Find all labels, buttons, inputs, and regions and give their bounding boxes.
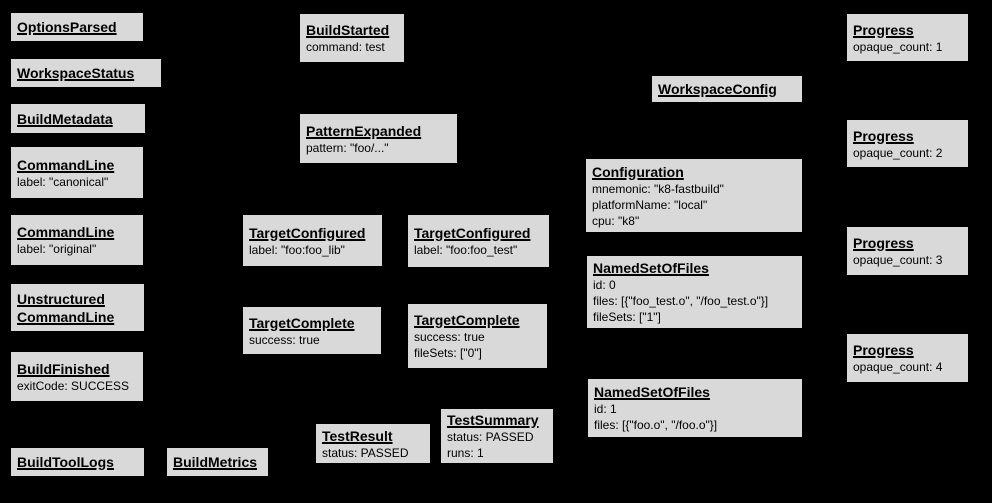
event-box-progress-3: Progress opaque_count: 3: [846, 226, 969, 276]
event-box-title: TestResult: [322, 427, 393, 444]
event-box-title: NamedSetOfFiles: [594, 384, 710, 400]
event-box-title: BuildToolLogs: [17, 454, 114, 470]
event-box-field: status: PASSED: [322, 445, 409, 460]
event-box-field: pattern: "foo/...": [306, 140, 389, 155]
event-box-title: Progress: [853, 127, 914, 144]
event-box-progress-1: Progress opaque_count: 1: [846, 13, 969, 62]
event-box-field: status: PASSED: [447, 430, 534, 444]
event-box-field: fileSets: ["1"]: [593, 310, 661, 324]
event-box-title: TargetComplete: [249, 314, 355, 331]
event-box-title: WorkspaceConfig: [658, 81, 777, 97]
event-box-options-parsed: OptionsParsed: [10, 12, 144, 42]
event-box-workspace-config: WorkspaceConfig: [651, 75, 803, 103]
event-box-field: fileSets: ["0"]: [414, 346, 482, 360]
event-box-field: label: "original": [17, 242, 97, 256]
event-box-title: BuildStarted: [306, 22, 390, 38]
event-box-named-set-of-files-1: NamedSetOfFiles id: 1 files: [{"foo.o", "…: [587, 378, 803, 438]
event-box-command-line-original: CommandLine label: "original": [10, 214, 144, 266]
event-box-title: Progress: [853, 235, 914, 251]
event-box-test-result: TestResult status: PASSED: [315, 423, 431, 464]
event-box-pattern-expanded: PatternExpanded pattern: "foo/...": [299, 113, 458, 164]
event-box-title: CommandLine: [17, 224, 115, 240]
event-box-title: TargetConfigured: [414, 225, 531, 241]
event-box-build-started: BuildStarted command: test: [299, 13, 405, 63]
event-box-field: opaque_count: 1: [853, 39, 943, 54]
event-box-unstructured-command-line: Unstructured CommandLine: [10, 283, 145, 332]
event-box-field: id: 0: [593, 278, 616, 292]
event-box-build-finished: BuildFinished exitCode: SUCCESS: [10, 351, 144, 402]
event-box-target-configured-test: TargetConfigured label: "foo:foo_test": [407, 214, 550, 268]
event-box-title: TestSummary: [447, 412, 539, 428]
event-box-field: label: "canonical": [17, 174, 109, 189]
event-box-field: exitCode: SUCCESS: [17, 378, 130, 393]
event-box-title: WorkspaceStatus: [17, 65, 135, 81]
event-box-build-metrics: BuildMetrics: [166, 447, 269, 477]
event-box-field: success: true: [249, 332, 320, 347]
event-box-title: TargetComplete: [414, 312, 520, 328]
event-box-named-set-of-files-0: NamedSetOfFiles id: 0 files: [{"foo_test.…: [586, 255, 803, 329]
event-box-command-line-canonical: CommandLine label: "canonical": [10, 146, 144, 199]
event-box-title: TargetConfigured: [249, 224, 366, 241]
event-box-title: Unstructured CommandLine: [17, 290, 115, 325]
event-box-field: files: [{"foo.o", "/foo.o"}]: [594, 418, 718, 432]
event-box-field: opaque_count: 3: [853, 253, 943, 267]
event-box-target-configured-lib: TargetConfigured label: "foo:foo_lib": [242, 214, 383, 267]
event-box-field: mnemonic: "k8-fastbuild": [592, 181, 724, 196]
event-box-field: runs: 1: [447, 446, 484, 460]
event-box-field: platformName: "local": [592, 197, 708, 212]
event-box-title: BuildFinished: [17, 360, 110, 377]
event-box-field: opaque_count: 2: [853, 145, 943, 160]
event-box-workspace-status: WorkspaceStatus: [10, 58, 162, 88]
event-box-configuration: Configuration mnemonic: "k8-fastbuild"pl…: [585, 158, 803, 233]
event-box-field: label: "foo:foo_test": [414, 243, 518, 257]
event-box-build-tool-logs: BuildToolLogs: [10, 447, 145, 477]
event-box-title: Progress: [853, 21, 914, 38]
event-box-title: Progress: [853, 342, 914, 358]
event-box-field: id: 1: [594, 402, 617, 416]
event-box-field: files: [{"foo_test.o", "/foo_test.o"}]: [593, 294, 769, 308]
event-box-progress-2: Progress opaque_count: 2: [846, 119, 969, 168]
event-box-title: CommandLine: [17, 156, 115, 173]
event-box-field: command: test: [306, 40, 385, 54]
event-box-test-summary: TestSummary status: PASSED runs: 1: [440, 408, 554, 464]
event-box-field: success: true: [414, 330, 485, 344]
event-box-build-metadata: BuildMetadata: [10, 103, 146, 134]
event-box-progress-4: Progress opaque_count: 4: [846, 333, 969, 383]
event-box-field: cpu: "k8": [592, 213, 640, 228]
event-box-target-complete-test: TargetComplete success: true fileSets: ["…: [407, 303, 548, 369]
event-box-target-complete-lib: TargetComplete success: true: [242, 306, 382, 355]
event-box-field: opaque_count: 4: [853, 360, 943, 374]
event-box-title: Configuration: [592, 163, 684, 180]
event-box-title: OptionsParsed: [17, 19, 117, 35]
event-box-title: BuildMetrics: [173, 454, 258, 470]
event-box-title: BuildMetadata: [17, 110, 113, 127]
event-box-title: PatternExpanded: [306, 122, 422, 139]
event-box-field: label: "foo:foo_lib": [249, 242, 345, 257]
event-box-title: NamedSetOfFiles: [593, 260, 709, 276]
